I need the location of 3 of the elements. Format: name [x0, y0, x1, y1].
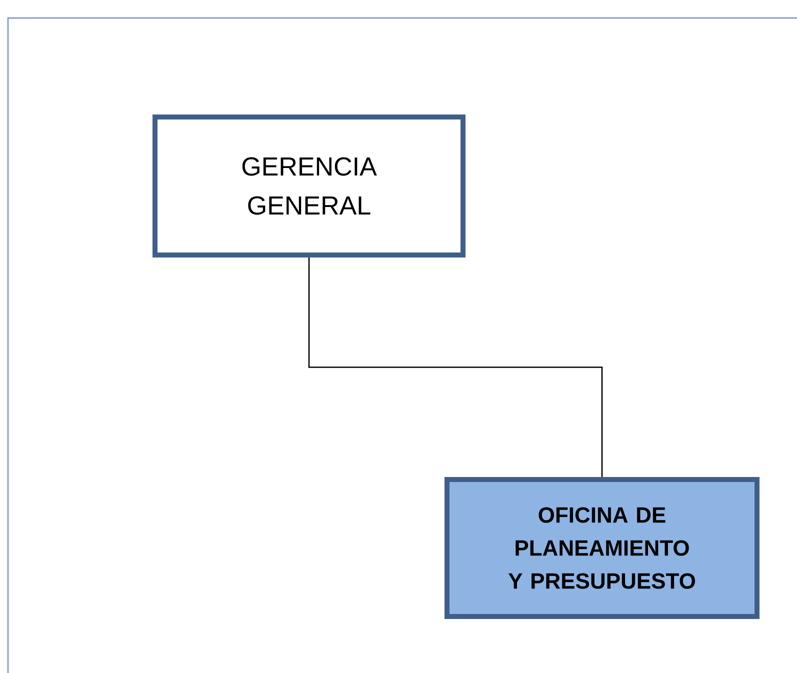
connector-line [308, 258, 603, 477]
org-box: OFICINA DE PLANEAMIENTO Y PRESUPUESTO [444, 477, 760, 619]
org-box: GERENCIA GENERAL [152, 114, 466, 258]
